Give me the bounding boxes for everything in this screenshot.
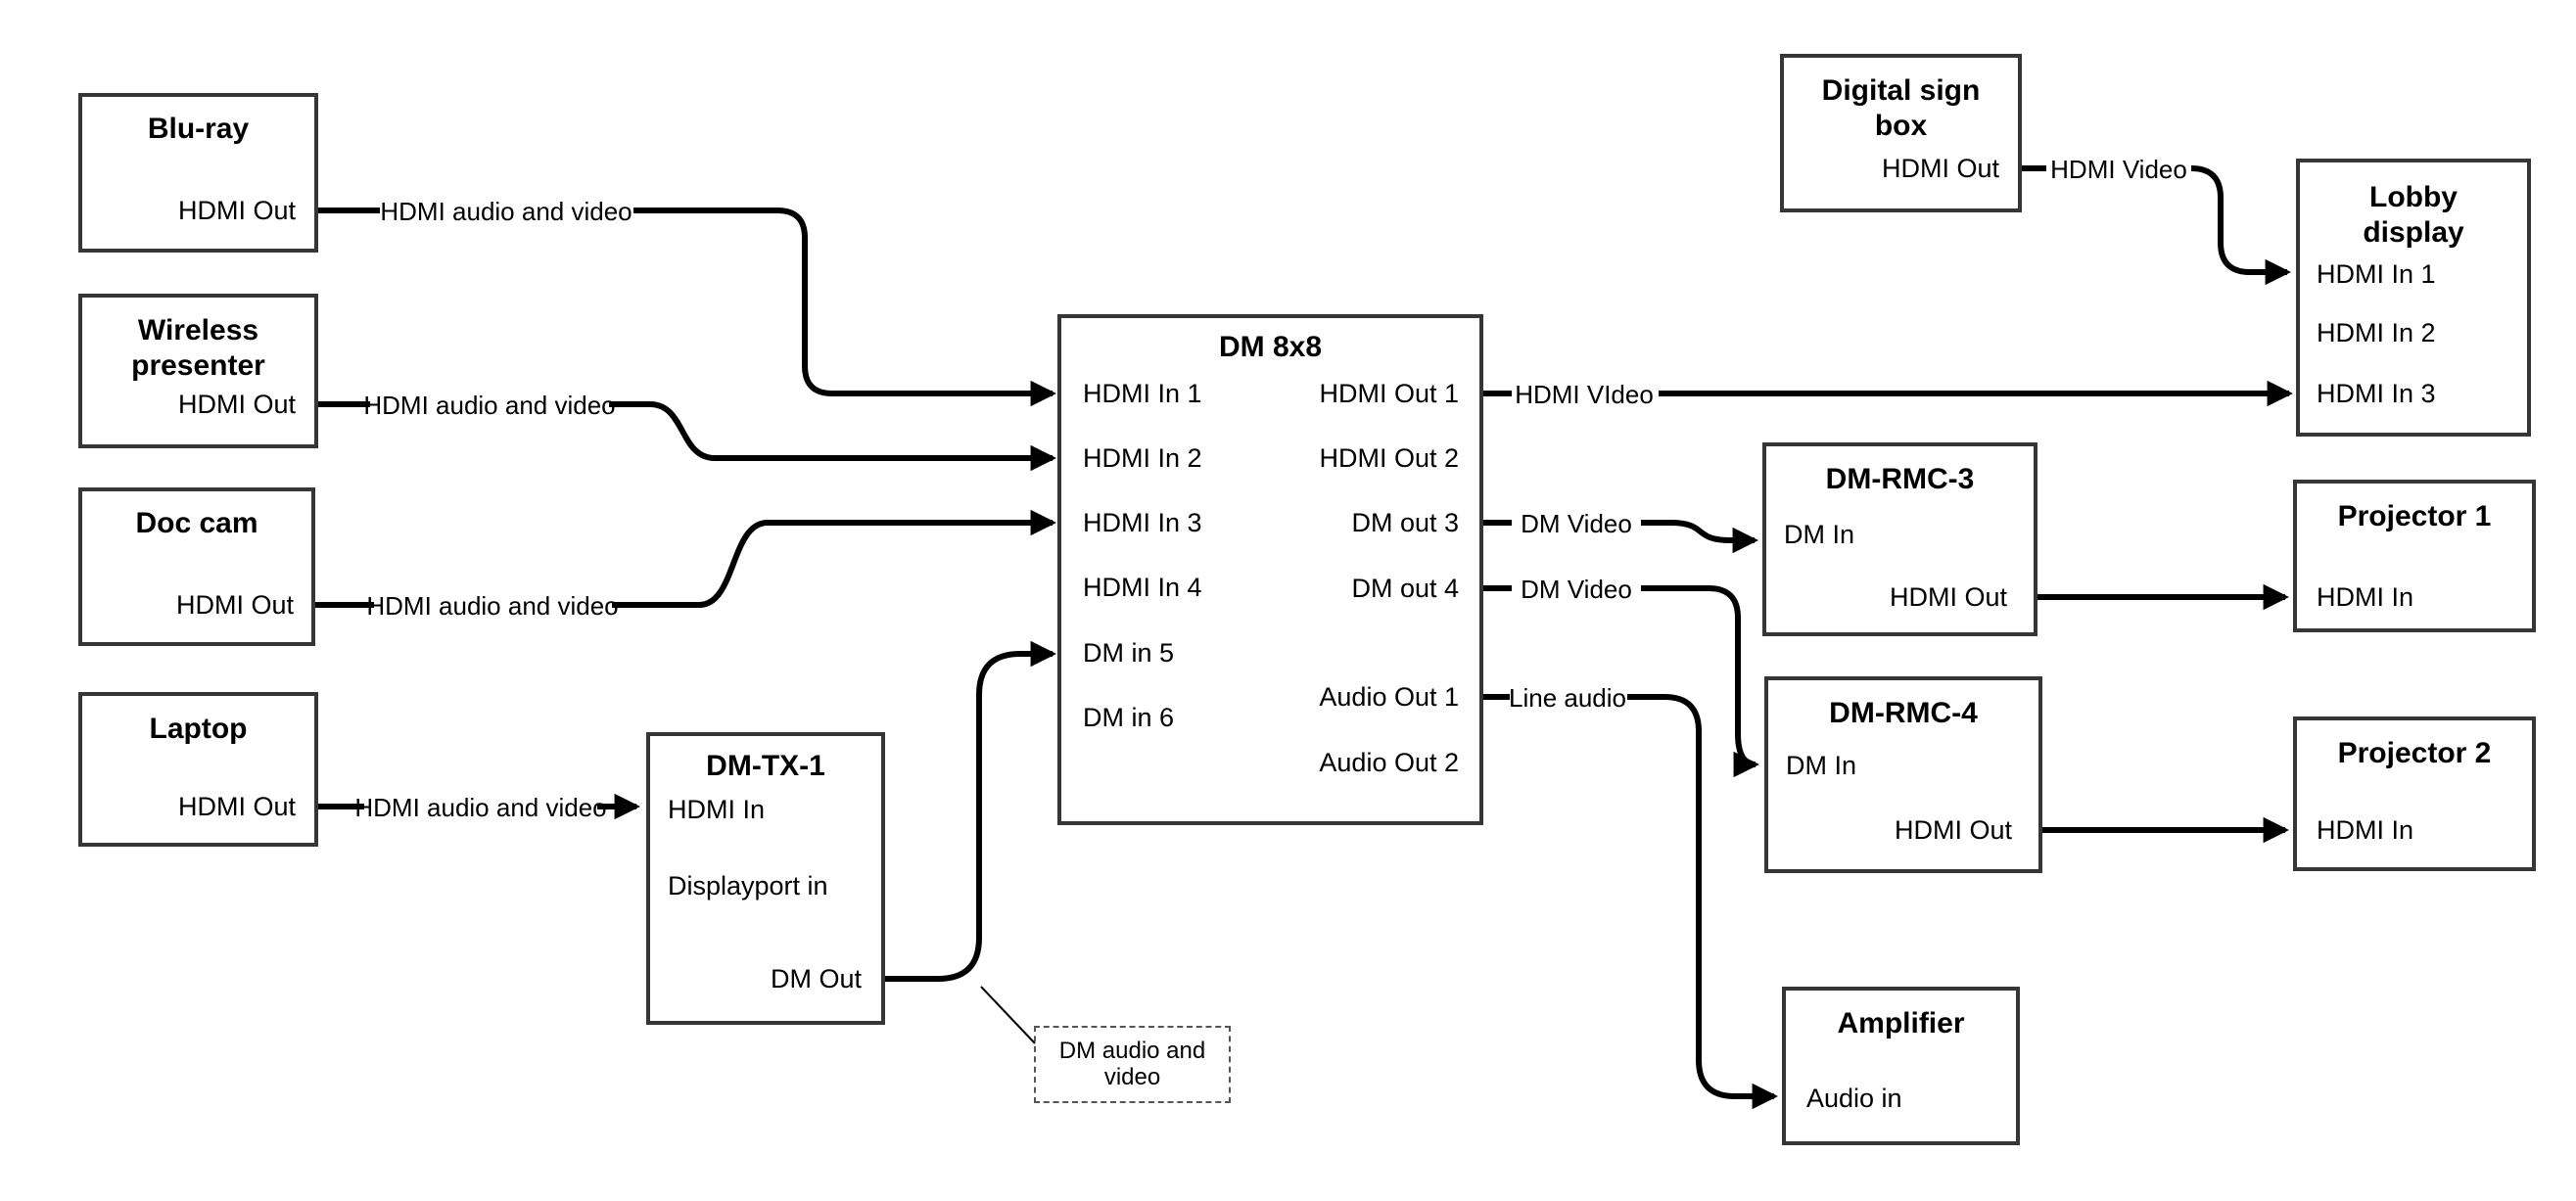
wire-sign-to-lobby-in-1	[2190, 165, 2291, 286]
digital-sign-hdmi-out-port: HDMI Out	[1881, 154, 1999, 183]
dm-tx-1-title: DM-TX-1	[706, 750, 825, 782]
wire-label-dm-video-out4: DM Video	[1521, 575, 1632, 604]
lobby-display-title: Lobby display	[2363, 181, 2464, 249]
wire-doccam-to-hdmi-in-3	[612, 509, 1056, 608]
amplifier-audio-in-port: Audio in	[1806, 1084, 1902, 1113]
dm-callout-text: DM audio and video	[1058, 1038, 1206, 1090]
doc-cam-hdmi-out-port: HDMI Out	[175, 590, 294, 620]
laptop-title: Laptop	[149, 713, 248, 745]
wire-dmtx1-to-dm-in-5	[885, 640, 1056, 982]
wire-out3-to-rmc3	[1641, 520, 1758, 554]
doc-cam-title: Doc cam	[135, 507, 258, 539]
dm-tx-1-box	[646, 732, 885, 1025]
digital-sign-box	[1780, 54, 2022, 212]
dm-8x8-dm-out-3-port: DM out 3	[1351, 508, 1459, 537]
wire-out4-to-rmc4	[1641, 585, 1759, 778]
dm-8x8-title: DM 8x8	[1218, 331, 1323, 363]
wire-label-bluray: HDMI audio and video	[380, 197, 632, 226]
dm-8x8-hdmi-in-1-port: HDMI In 1	[1083, 379, 1202, 408]
callout-leader-line	[980, 986, 1036, 1044]
wire-wireless-to-hdmi-in-2	[609, 401, 1056, 472]
wire-label-line-audio: Line audio	[1509, 683, 1626, 713]
laptop-box	[78, 692, 318, 847]
wire-label-doccam: HDMI audio and video	[366, 591, 619, 621]
wire-bluray-to-hdmi-in-1	[633, 208, 1056, 407]
digital-sign-title: Digital sign box	[1821, 74, 1981, 142]
dm-8x8-dm-in-6-port: DM in 6	[1083, 703, 1175, 732]
wire-audio1-to-amplifier	[1627, 694, 1778, 1110]
lobby-hdmi-in-3-port: HDMI In 3	[2317, 379, 2436, 408]
wireless-presenter-title: Wireless presenter	[131, 314, 265, 382]
dm-8x8-hdmi-out-2-port: HDMI Out 2	[1319, 443, 1459, 473]
dm-rmc-3-title: DM-RMC-3	[1825, 463, 1975, 495]
projector-2-box	[2293, 716, 2536, 871]
dm-8x8-box	[1057, 314, 1483, 825]
blu-ray-hdmi-out-port: HDMI Out	[177, 196, 296, 225]
dm-rmc-4-hdmi-out-port: HDMI Out	[1894, 815, 2012, 845]
dm-rmc-3-box	[1762, 442, 2037, 636]
dm-rmc-4-dm-in-port: DM In	[1786, 751, 1857, 780]
blu-ray-title: Blu-ray	[147, 113, 250, 145]
dm-rmc-3-hdmi-out-port: HDMI Out	[1889, 582, 2007, 612]
laptop-hdmi-out-port: HDMI Out	[177, 792, 296, 821]
blu-ray-box	[78, 93, 318, 253]
wireless-presenter-box	[78, 294, 318, 448]
wire-label-dm-video-out3: DM Video	[1521, 509, 1632, 538]
lobby-hdmi-in-1-port: HDMI In 1	[2317, 259, 2436, 289]
dm-8x8-hdmi-in-2-port: HDMI In 2	[1083, 443, 1202, 473]
projector-2-hdmi-in-port: HDMI In	[2317, 815, 2414, 845]
doc-cam-box	[78, 487, 315, 646]
lobby-display-box	[2296, 159, 2531, 437]
dm-callout-box	[1034, 1026, 1231, 1103]
dm-8x8-dm-in-5-port: DM in 5	[1083, 638, 1175, 668]
wire-label-laptop: HDMI audio and video	[354, 793, 607, 822]
amplifier-title: Amplifier	[1837, 1007, 1965, 1039]
projector-2-title: Projector 2	[2337, 737, 2492, 769]
dm-rmc-4-box	[1764, 676, 2042, 873]
wire-label-wireless: HDMI audio and video	[363, 391, 616, 420]
projector-1-hdmi-in-port: HDMI In	[2317, 582, 2414, 612]
lobby-hdmi-in-2-port: HDMI In 2	[2317, 318, 2436, 347]
wireless-hdmi-out-port: HDMI Out	[177, 390, 296, 419]
dm-8x8-hdmi-in-3-port: HDMI In 3	[1083, 508, 1202, 537]
dm-8x8-audio-out-1-port: Audio Out 1	[1319, 682, 1459, 712]
wire-label-hdmi-video-out1: HDMI VIdeo	[1515, 380, 1654, 409]
dm-8x8-audio-out-2-port: Audio Out 2	[1319, 748, 1459, 777]
dm-rmc-3-dm-in-port: DM In	[1784, 520, 1855, 549]
projector-1-box	[2293, 480, 2536, 632]
dm-8x8-dm-out-4-port: DM out 4	[1351, 574, 1459, 603]
dm-8x8-hdmi-in-4-port: HDMI In 4	[1083, 573, 1202, 602]
dm-tx-1-hdmi-in-port: HDMI In	[668, 795, 766, 824]
wire-label-hdmi-video: HDMI Video	[2050, 155, 2187, 184]
amplifier-box	[1782, 987, 2020, 1145]
dm-tx-1-displayport-in-port: Displayport in	[668, 871, 828, 901]
projector-1-title: Projector 1	[2337, 500, 2492, 532]
dm-tx-1-dm-out-port: DM Out	[770, 964, 862, 993]
dm-8x8-hdmi-out-1-port: HDMI Out 1	[1319, 379, 1459, 408]
dm-rmc-4-title: DM-RMC-4	[1829, 697, 1978, 729]
